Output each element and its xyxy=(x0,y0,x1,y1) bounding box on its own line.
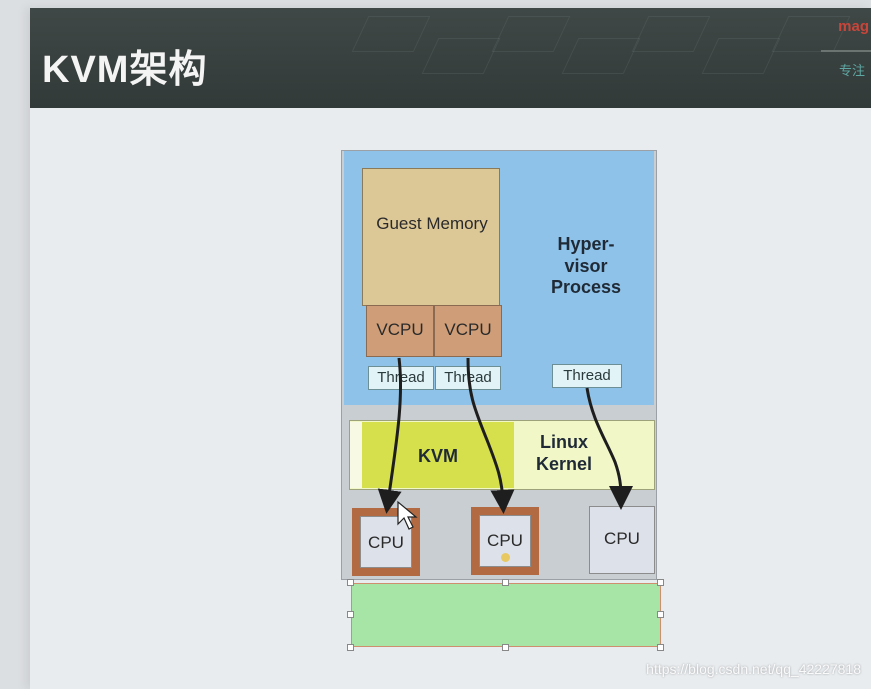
watermark-url: https://blog.csdn.net/qq_42227818 xyxy=(646,661,861,677)
thread-to-cpu-arrow xyxy=(466,357,515,514)
slide-title: KVM架构 xyxy=(42,49,208,91)
resize-handle[interactable] xyxy=(347,644,354,651)
hypervisor-process-label: Hyper- visor Process xyxy=(550,234,622,298)
resize-handle[interactable] xyxy=(347,611,354,618)
guest-memory-label: Guest Memory xyxy=(376,214,488,233)
brand-tagline: 专注 xyxy=(838,63,865,78)
resize-handle[interactable] xyxy=(502,579,509,586)
vcpu-box xyxy=(434,305,502,357)
cpu-label: CPU xyxy=(368,533,404,552)
kernel-edge-stripe xyxy=(350,422,362,488)
resize-handle[interactable] xyxy=(657,644,664,651)
thread-to-cpu-arrow xyxy=(585,387,633,510)
slide-header: KVM架构 mag 专注 xyxy=(30,8,871,108)
vcpu-box xyxy=(366,305,434,357)
cpu-label: CPU xyxy=(604,529,640,548)
mouse-cursor-icon xyxy=(397,500,418,530)
vcpu-label: VCPU xyxy=(444,320,492,339)
thread-box xyxy=(552,364,622,388)
vcpu-label: VCPU xyxy=(376,320,424,339)
activity-dot xyxy=(501,553,510,562)
resize-handle[interactable] xyxy=(502,644,509,651)
resize-handle[interactable] xyxy=(657,579,664,586)
linux-kernel-label: Linux Kernel xyxy=(535,432,593,474)
resize-handle[interactable] xyxy=(347,579,354,586)
kvm-label: KVM xyxy=(418,446,458,466)
thread-to-cpu-arrow xyxy=(377,357,403,514)
brand-logo: mag xyxy=(838,18,869,35)
thread-label: Thread xyxy=(563,367,611,384)
guest-memory-box xyxy=(362,168,500,306)
resize-handle[interactable] xyxy=(657,611,664,618)
kvm-module-box xyxy=(362,422,514,488)
cpu-box xyxy=(589,506,655,574)
cpu-label: CPU xyxy=(487,531,523,550)
cpu-core xyxy=(360,516,412,568)
brand-divider xyxy=(821,50,871,52)
